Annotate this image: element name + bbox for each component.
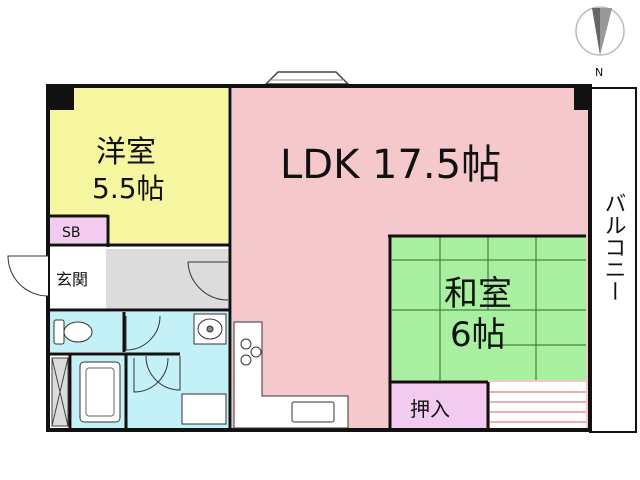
veranda-deck [490, 382, 586, 428]
kitchen-sink [291, 401, 335, 423]
sb-closet [50, 218, 106, 243]
stove-burner-3 [240, 354, 252, 366]
compass-label: N [595, 66, 603, 79]
toilet-bowl [53, 319, 93, 345]
toilet-door [125, 315, 161, 351]
compass: N [575, 6, 625, 79]
hall-door [187, 261, 229, 301]
entrance-door [7, 255, 49, 297]
balcony [589, 87, 637, 433]
closet-label: 押入 [410, 397, 450, 421]
corner-column-right [574, 86, 590, 110]
doors [7, 255, 229, 393]
tatami-lines [392, 236, 586, 380]
japanese-room-name: 和室 [444, 274, 512, 314]
ldk-label: LDK 17.5帖 [280, 142, 501, 188]
corner-column-left [48, 86, 74, 110]
washing-machine-space [181, 393, 227, 425]
wash-basin [193, 313, 227, 345]
entrance-label: 玄関 [56, 270, 88, 289]
stove-burner-2 [250, 346, 262, 358]
japanese-room-size: 6帖 [450, 315, 506, 355]
bathtub-inner [85, 367, 115, 417]
western-room-size: 5.5帖 [92, 172, 165, 205]
interior-walls [48, 88, 586, 430]
stove-burner-1 [240, 338, 252, 350]
compass-needle-light [600, 8, 612, 55]
sb-label: SB [62, 225, 81, 241]
bath-door [133, 357, 169, 393]
hallway [106, 249, 230, 309]
balcony-label: バルコニー [601, 192, 626, 302]
storage-closet [392, 382, 486, 428]
bay-window [264, 71, 350, 85]
western-room-name: 洋室 [96, 135, 156, 170]
kitchen-counter [233, 321, 349, 429]
washroom-door [145, 355, 181, 391]
bathtub [79, 361, 121, 423]
deck-lines [490, 391, 586, 423]
entrance-area [50, 249, 106, 309]
storage-cross [51, 357, 69, 427]
